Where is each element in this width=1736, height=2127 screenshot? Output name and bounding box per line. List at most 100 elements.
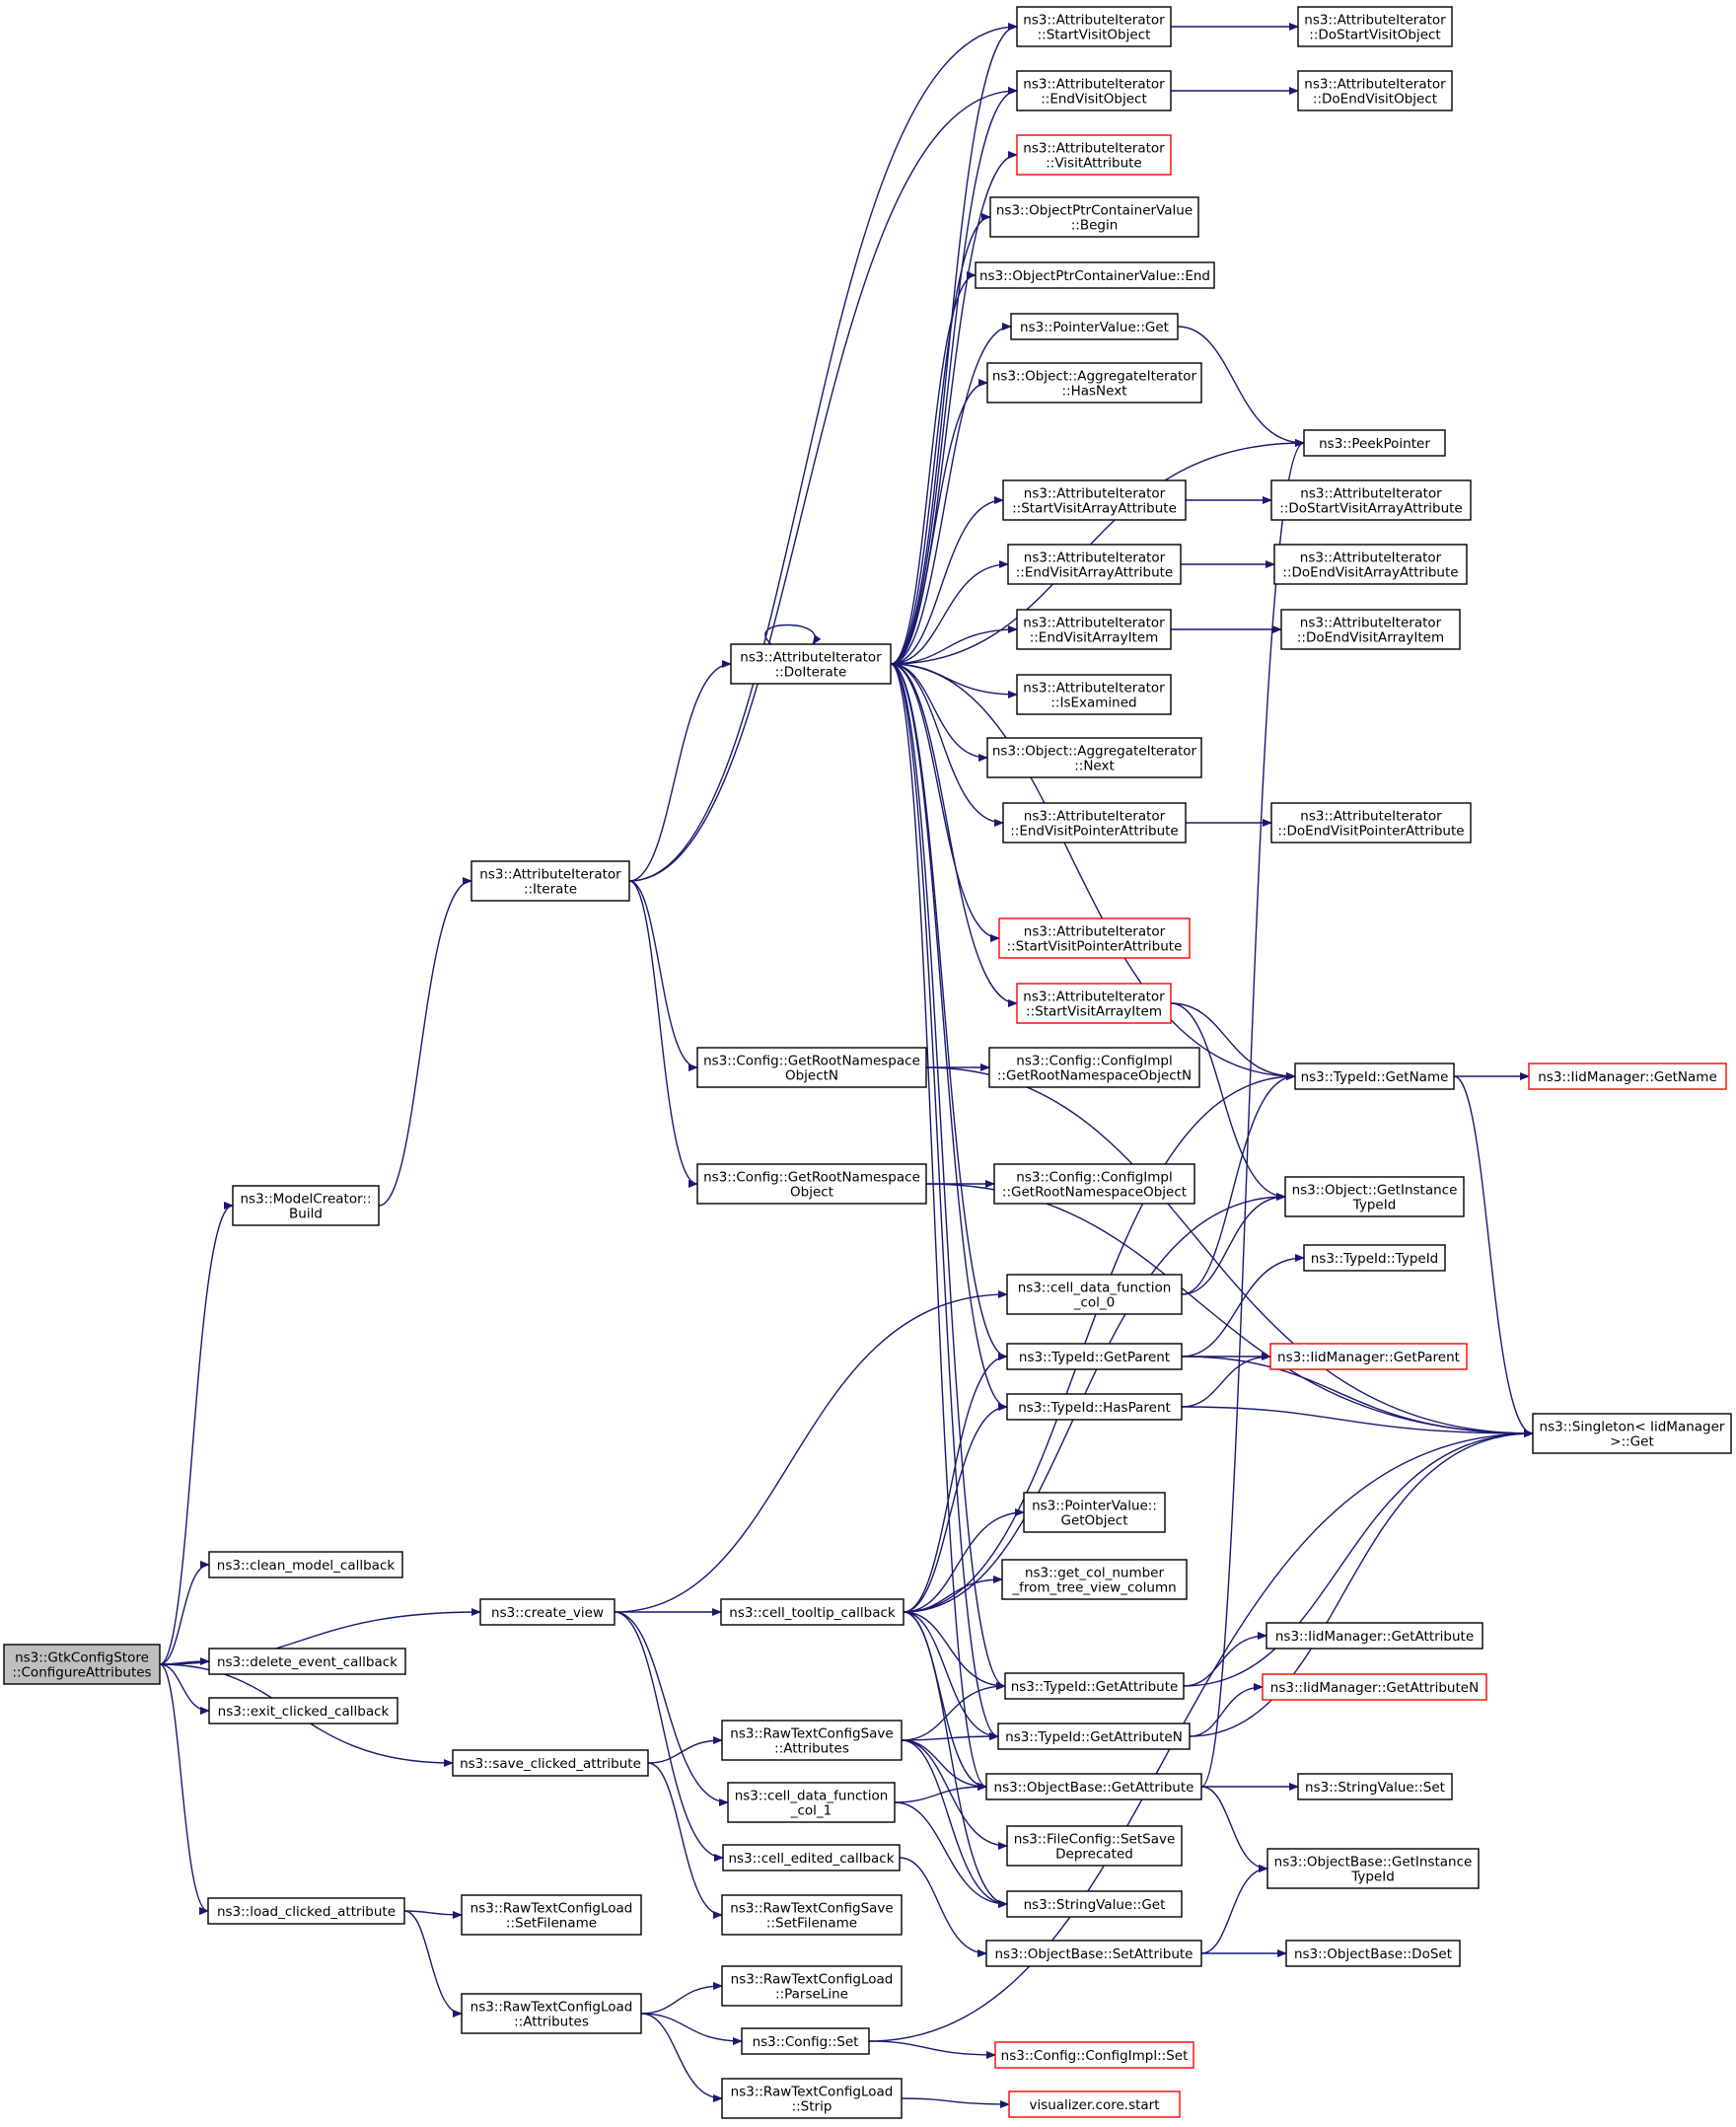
edge-doiterate-to-typeid_getname	[890, 663, 1296, 1080]
node-label-line: ns3::AttributeIterator	[479, 867, 621, 883]
node-peekpointer[interactable]: ns3::PeekPointer	[1303, 429, 1446, 457]
node-do_end_visit_object[interactable]: ns3::AttributeIterator::DoEndVisitObject	[1297, 70, 1453, 111]
node-stringvalue_get[interactable]: ns3::StringValue::Get	[1006, 1890, 1183, 1918]
node-pointervalue_getobject[interactable]: ns3::PointerValue::GetObject	[1023, 1492, 1166, 1533]
node-start_visit_array_attr[interactable]: ns3::AttributeIterator::StartVisitArrayA…	[1002, 479, 1187, 521]
node-modelcreator_build[interactable]: ns3::ModelCreator::Build	[232, 1185, 380, 1226]
node-save_clicked[interactable]: ns3::save_clicked_attribute	[452, 1749, 649, 1777]
node-rtcl_parseline[interactable]: ns3::RawTextConfigLoad::ParseLine	[721, 1965, 903, 2007]
node-label-line: ns3::AttributeIterator	[1024, 486, 1166, 502]
edge-doiterate-to-end_visit_object	[890, 87, 1018, 665]
node-rtcl_strip[interactable]: ns3::RawTextConfigLoad::Strip	[721, 2078, 903, 2119]
node-objectbase_setattribute[interactable]: ns3::ObjectBase::SetAttribute	[985, 1940, 1202, 1967]
node-is_examined[interactable]: ns3::AttributeIterator::IsExamined	[1016, 674, 1172, 715]
node-iidmanager_getname[interactable]: ns3::IidManager::GetName	[1528, 1063, 1727, 1090]
node-configimpl_set[interactable]: ns3::Config::ConfigImpl::Set	[994, 2041, 1194, 2069]
node-create_view[interactable]: ns3::create_view	[479, 1598, 615, 1626]
node-typeid_getattribute[interactable]: ns3::TypeId::GetAttribute	[1004, 1672, 1185, 1700]
node-opcv_end[interactable]: ns3::ObjectPtrContainerValue::End	[975, 261, 1215, 289]
node-cell_tooltip[interactable]: ns3::cell_tooltip_callback	[720, 1598, 904, 1626]
edge-typeid_getparent-to-singleton_get	[1181, 1356, 1534, 1437]
node-start_visit_array_item[interactable]: ns3::AttributeIterator::StartVisitArrayI…	[1016, 983, 1172, 1024]
node-rtcs_setfilename[interactable]: ns3::RawTextConfigSave::SetFilename	[721, 1894, 903, 1936]
node-singleton_get[interactable]: ns3::Singleton< IidManager >::Get	[1532, 1413, 1732, 1454]
node-visit_attribute[interactable]: ns3::AttributeIterator::VisitAttribute	[1016, 134, 1172, 176]
node-stringvalue_set[interactable]: ns3::StringValue::Set	[1297, 1773, 1453, 1800]
edge-iterate-to-doiterate	[628, 660, 732, 882]
node-do_end_visit_array_item[interactable]: ns3::AttributeIterator::DoEndVisitArrayI…	[1280, 609, 1461, 650]
node-cell_data_col0[interactable]: ns3::cell_data_function_col_0	[1006, 1274, 1183, 1315]
node-typeid_hasparent[interactable]: ns3::TypeId::HasParent	[1006, 1393, 1183, 1421]
node-configimpl_get_root_objn[interactable]: ns3::Config::ConfigImpl::GetRootNamespac…	[988, 1047, 1200, 1088]
node-label-line: ns3::AttributeIterator	[1300, 616, 1442, 631]
node-visualizer_start[interactable]: visualizer.core.start	[1008, 2090, 1181, 2118]
node-typeid_getname[interactable]: ns3::TypeId::GetName	[1294, 1063, 1455, 1090]
node-do_end_visit_pointer_attr[interactable]: ns3::AttributeIterator::DoEndVisitPointe…	[1270, 802, 1472, 843]
node-start_visit_object[interactable]: ns3::AttributeIterator::StartVisitObject	[1016, 6, 1172, 47]
node-root[interactable]: ns3::GtkConfigStore::ConfigureAttributes	[3, 1644, 161, 1685]
edge-create_view-to-cell_data_col1	[614, 1611, 729, 1806]
node-typeid_typeid[interactable]: ns3::TypeId::TypeId	[1303, 1244, 1446, 1272]
node-label-line: ::EndVisitArrayAttribute	[1016, 565, 1174, 581]
node-end_visit_object[interactable]: ns3::AttributeIterator::EndVisitObject	[1016, 70, 1172, 111]
node-end_visit_pointer_attr[interactable]: ns3::AttributeIterator::EndVisitPointerA…	[1002, 802, 1187, 843]
node-do_end_visit_array_attr[interactable]: ns3::AttributeIterator::DoEndVisitArrayA…	[1273, 544, 1468, 585]
node-end_visit_array_item[interactable]: ns3::AttributeIterator::EndVisitArrayIte…	[1016, 609, 1172, 650]
node-objectbase_doset[interactable]: ns3::ObjectBase::DoSet	[1285, 1940, 1461, 1967]
node-label-line: ::EndVisitArrayItem	[1030, 630, 1159, 646]
node-config_set[interactable]: ns3::Config::Set	[741, 2027, 870, 2055]
node-objectbase_getattribute[interactable]: ns3::ObjectBase::GetAttribute	[985, 1773, 1202, 1800]
node-label-line: ns3::Object::AggregateIterator	[992, 369, 1197, 385]
node-box	[1262, 1673, 1487, 1701]
node-get_col_number[interactable]: ns3::get_col_number_from_tree_view_colum…	[1001, 1559, 1188, 1600]
node-label-line: TypeId	[1352, 1198, 1397, 1213]
node-box	[721, 1894, 903, 1936]
node-iidmanager_getattribute[interactable]: ns3::IidManager::GetAttribute	[1266, 1622, 1483, 1650]
node-opcv_begin[interactable]: ns3::ObjectPtrContainerValue::Begin	[989, 196, 1199, 238]
node-do_start_visit_array_attr[interactable]: ns3::AttributeIterator::DoStartVisitArra…	[1270, 479, 1472, 521]
node-label-line: ns3::AttributeIterator	[1023, 77, 1165, 93]
node-do_start_visit_object[interactable]: ns3::AttributeIterator::DoStartVisitObje…	[1297, 6, 1453, 47]
node-get_root_ns_objn[interactable]: ns3::Config::GetRootNamespaceObjectN	[696, 1047, 927, 1088]
node-box	[208, 1697, 398, 1724]
node-delete_event[interactable]: ns3::delete_event_callback	[208, 1648, 406, 1675]
node-rtcl_setfilename[interactable]: ns3::RawTextConfigLoad::SetFilename	[461, 1894, 642, 1936]
node-box	[1001, 1559, 1188, 1600]
node-label-line: ns3::Config::Set	[753, 2034, 859, 2050]
node-cell_data_col1[interactable]: ns3::cell_data_function_col_1	[727, 1782, 896, 1823]
node-rtcl_attributes[interactable]: ns3::RawTextConfigLoad::Attributes	[461, 1993, 642, 2034]
node-label-line: ::EndVisitObject	[1041, 92, 1147, 108]
node-label-line: ::StartVisitArrayAttribute	[1012, 501, 1177, 517]
node-exit_clicked[interactable]: ns3::exit_clicked_callback	[208, 1697, 398, 1724]
node-iidmanager_getparent[interactable]: ns3::IidManager::GetParent	[1269, 1343, 1468, 1370]
node-typeid_getparent[interactable]: ns3::TypeId::GetParent	[1006, 1343, 1183, 1370]
node-start_visit_pointer_attr[interactable]: ns3::AttributeIterator::StartVisitPointe…	[998, 917, 1191, 959]
node-end_visit_array_attr[interactable]: ns3::AttributeIterator::EndVisitArrayAtt…	[1007, 544, 1182, 585]
node-typeid_getattributen[interactable]: ns3::TypeId::GetAttributeN	[997, 1723, 1191, 1750]
edge-typeid_getattributen-to-iidmanager_getattributen	[1189, 1683, 1264, 1737]
node-cell_edited[interactable]: ns3::cell_edited_callback	[722, 1844, 901, 1871]
edge-rtcl_attributes-to-config_set	[640, 2013, 743, 2045]
edge-cell_tooltip-to-typeid_hasparent	[903, 1403, 1008, 1613]
node-doiterate[interactable]: ns3::AttributeIterator::DoIterate	[730, 643, 892, 685]
node-configimpl_get_root_obj[interactable]: ns3::Config::ConfigImpl::GetRootNamespac…	[993, 1163, 1195, 1205]
edge-load_clicked-to-rtcl_setfilename	[403, 1910, 463, 1919]
node-agg_next[interactable]: ns3::Object::AggregateIterator::Next	[986, 737, 1202, 778]
node-load_clicked[interactable]: ns3::load_clicked_attribute	[207, 1897, 405, 1925]
node-label-line: visualizer.core.start	[1029, 2097, 1159, 2113]
node-pointervalue_get[interactable]: ns3::PointerValue::Get	[1010, 313, 1179, 340]
node-iidmanager_getattributen[interactable]: ns3::IidManager::GetAttributeN	[1262, 1673, 1487, 1701]
node-clean_model[interactable]: ns3::clean_model_callback	[208, 1551, 403, 1578]
edge-save_clicked-to-rtcs_setfilename	[647, 1762, 723, 1919]
edge-cell_data_col1-to-objectbase_getattribute	[894, 1783, 987, 1803]
node-iterate[interactable]: ns3::AttributeIterator::Iterate	[470, 860, 630, 902]
node-rtcs_attributes[interactable]: ns3::RawTextConfigSave::Attributes	[721, 1720, 903, 1761]
node-label-line: ns3::Object::AggregateIterator	[992, 744, 1197, 760]
node-box	[207, 1897, 405, 1925]
node-get_root_ns_obj[interactable]: ns3::Config::GetRootNamespaceObject	[696, 1163, 927, 1205]
node-agg_hasnext[interactable]: ns3::Object::AggregateIterator::HasNext	[986, 362, 1202, 403]
node-label-line: ::GetRootNamespaceObject	[1002, 1185, 1187, 1201]
